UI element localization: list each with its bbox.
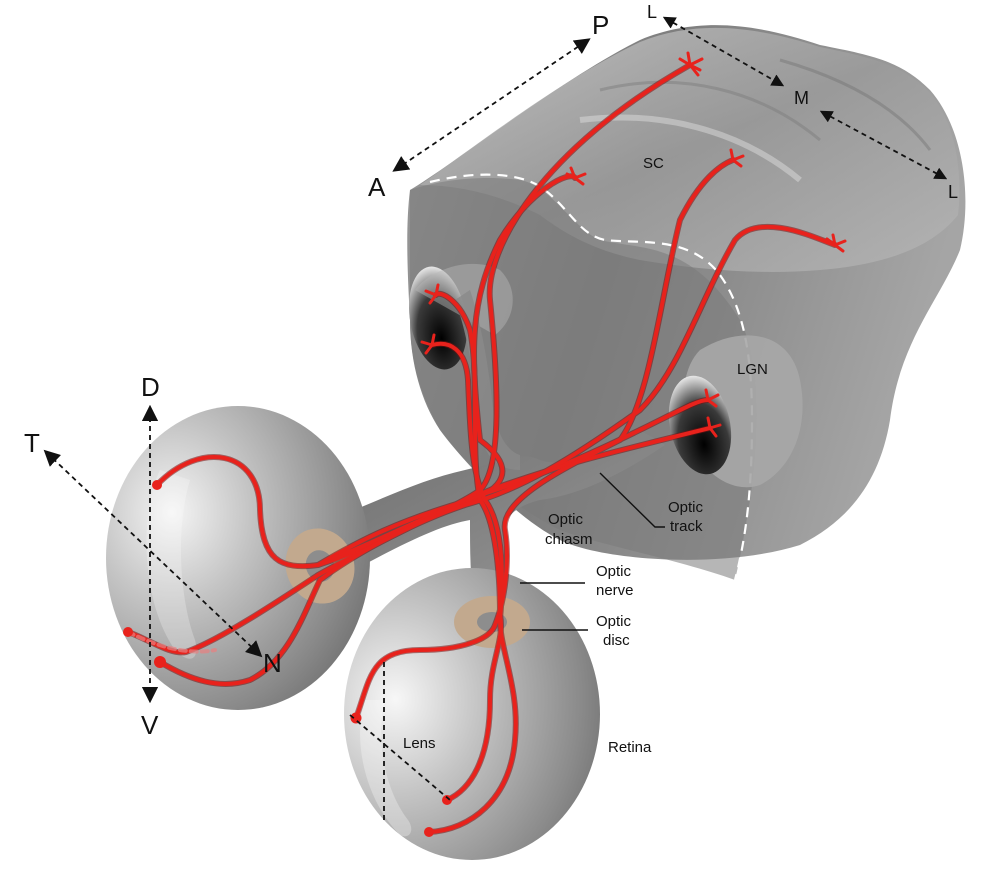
label-optic-nerve-2: nerve xyxy=(596,582,634,599)
label-lens: Lens xyxy=(403,735,436,752)
label-V: V xyxy=(141,710,159,740)
sc-boundary-dashed xyxy=(429,173,754,581)
label-optic-track-2: track xyxy=(670,518,703,535)
label-optic-chiasm-1: Optic xyxy=(548,511,584,528)
axis-a-p xyxy=(392,38,591,172)
axis-l-m xyxy=(662,16,785,87)
axon-5 xyxy=(158,224,837,686)
label-L-right: L xyxy=(948,182,958,202)
axon-8 xyxy=(427,341,518,834)
orientation-axes xyxy=(43,16,948,820)
label-M: M xyxy=(794,88,809,108)
label-A: A xyxy=(368,172,386,202)
labels: A P L M L D V T N SC LGN Optic chiasm Op… xyxy=(24,2,958,756)
label-retina: Retina xyxy=(608,739,652,756)
label-optic-track-1: Optic xyxy=(668,499,704,516)
label-sc: SC xyxy=(643,155,664,172)
axon-7 xyxy=(434,291,503,802)
label-optic-disc-2: disc xyxy=(603,632,630,649)
label-T: T xyxy=(24,428,40,458)
axon-6 xyxy=(354,158,735,720)
label-optic-chiasm-2: chiasm xyxy=(545,531,593,548)
axis-t-n xyxy=(43,449,263,658)
label-D: D xyxy=(141,372,160,402)
label-lgn: LGN xyxy=(737,361,768,378)
label-optic-nerve-1: Optic xyxy=(596,563,632,580)
label-N: N xyxy=(263,648,282,678)
label-P: P xyxy=(592,10,609,40)
label-L-top: L xyxy=(647,2,657,22)
label-leader-lines xyxy=(520,472,665,631)
label-optic-disc-1: Optic xyxy=(596,613,632,630)
lens-axis-diagonal xyxy=(349,714,451,801)
axon-3 xyxy=(316,426,712,567)
lgn-hole xyxy=(668,375,732,475)
